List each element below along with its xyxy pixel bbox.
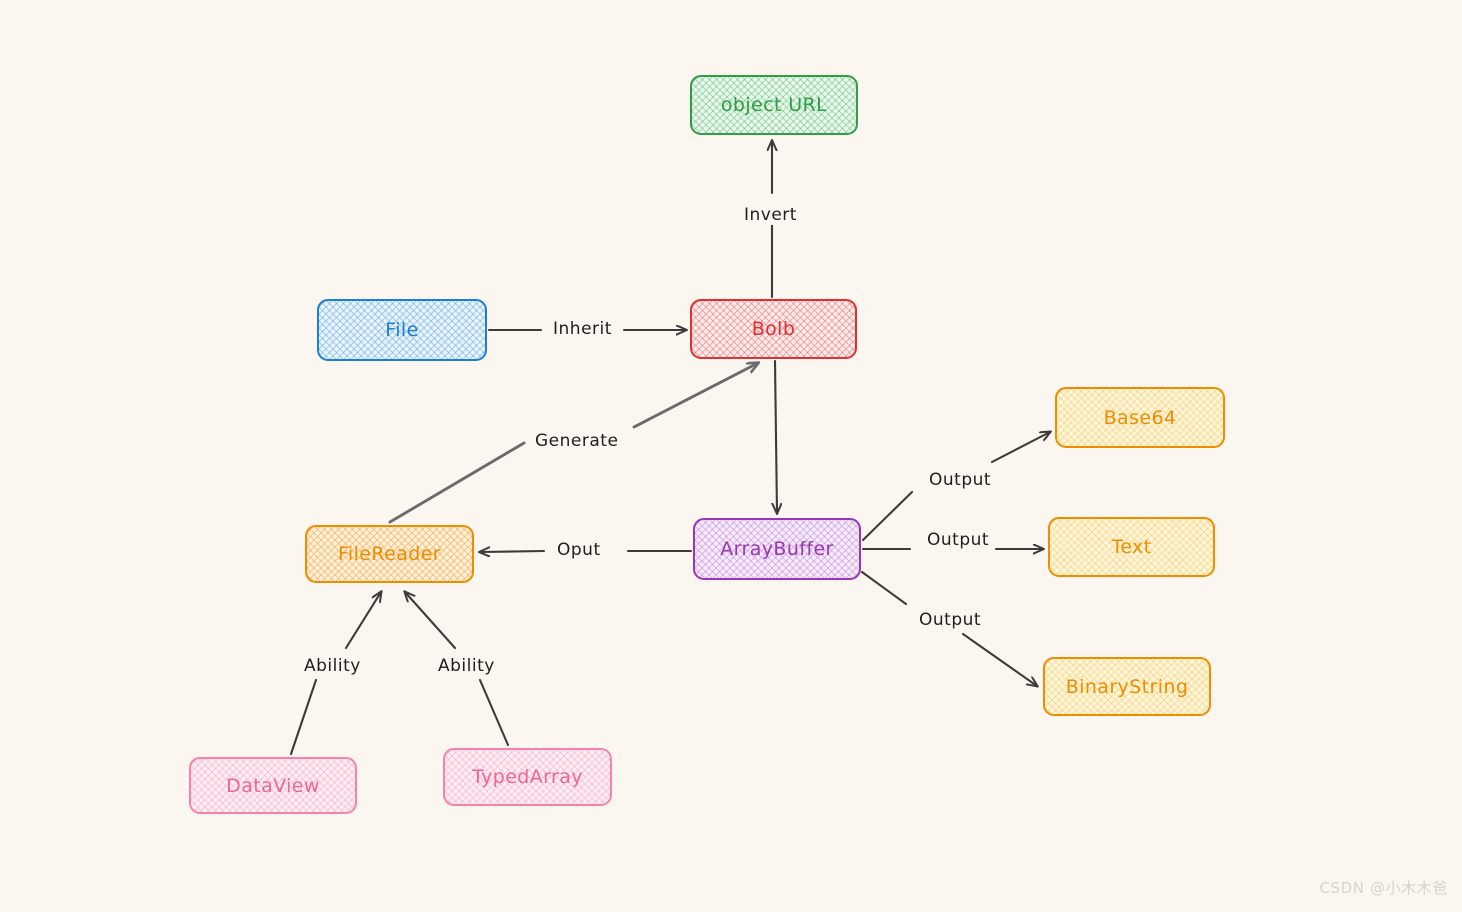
node-text[interactable]: Text	[1048, 517, 1215, 577]
node-label: DataView	[226, 774, 320, 797]
edge-label-generate: Generate	[531, 431, 623, 451]
edge-bolb-to-arraybuffer	[775, 359, 777, 513]
edge-label-invert: Invert	[740, 205, 801, 225]
watermark: CSDN @小木木爸	[1319, 879, 1448, 897]
node-dataview[interactable]: DataView	[189, 757, 357, 814]
edge-label-inherit: Inherit	[549, 319, 616, 339]
node-label: TypedArray	[472, 766, 583, 788]
node-typedarray[interactable]: TypedArray	[443, 748, 612, 806]
node-object-url[interactable]: object URL	[690, 75, 858, 135]
edge-label-output-text: Output	[923, 530, 994, 550]
node-label: FileReader	[337, 543, 442, 565]
node-arraybuffer[interactable]: ArrayBuffer	[693, 518, 861, 580]
node-filereader[interactable]: FileReader	[305, 525, 474, 583]
node-label: Base64	[1103, 406, 1177, 429]
node-label: Bolb	[751, 318, 796, 340]
edge-label-ability-typedarray: Ability	[434, 656, 499, 676]
node-label: object URL	[720, 94, 828, 116]
edge-label-output-base64: Output	[925, 470, 996, 490]
edge-label-oput: Oput	[553, 540, 605, 560]
node-file[interactable]: File	[317, 299, 487, 361]
node-binarystring[interactable]: BinaryString	[1043, 657, 1211, 716]
node-label: Text	[1111, 536, 1152, 558]
edge-label-output-binarystring: Output	[915, 610, 986, 630]
node-base64[interactable]: Base64	[1055, 387, 1225, 448]
node-label: ArrayBuffer	[720, 538, 834, 560]
node-label: File	[385, 319, 419, 341]
edge-arraybuffer-to-base64	[861, 432, 1050, 542]
node-label: BinaryString	[1065, 675, 1189, 698]
edge-arraybuffer-to-binarystring	[860, 570, 1037, 686]
edge-arraybuffer-to-filereader	[480, 551, 693, 552]
edge-label-ability-dataview: Ability	[300, 656, 365, 676]
edge-dataview-to-filereader	[289, 592, 381, 756]
node-bolb[interactable]: Bolb	[690, 299, 857, 359]
edge-filereader-to-bolb	[388, 363, 758, 524]
edge-typedarray-to-filereader	[405, 592, 510, 747]
